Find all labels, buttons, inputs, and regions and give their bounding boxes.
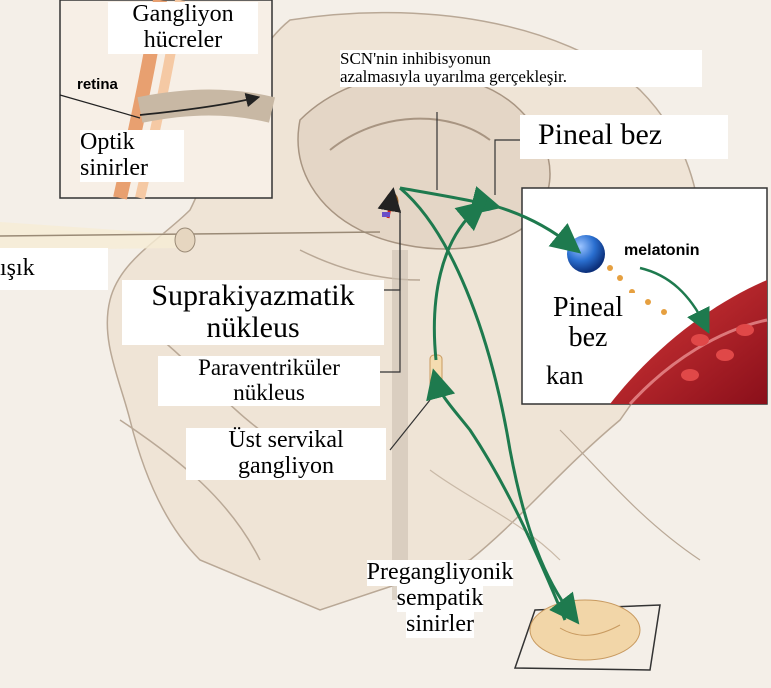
pvn-label: Paraventriküler nükleus [158,356,380,406]
preganglionic-line-2: sempatik [397,586,484,612]
inset-pineal-line-2: bez [536,323,640,353]
inset-pineal-line-1: Pineal [536,293,640,323]
scn-note-line-1: SCN'nin inhibisyonun [340,50,702,68]
scn-label: Suprakiyazmatik nükleus [122,280,384,345]
ganglion-cells-label: Gangliyon hücreler [108,2,258,54]
optic-nerves-line-1: Optik [80,130,184,156]
superior-cervical-line-1: Üst servikal [186,428,386,454]
superior-cervical-line-2: gangliyon [186,454,386,480]
melatonin-label: melatonin [624,242,700,259]
pvn-line-1: Paraventriküler [158,356,380,381]
retina-label: retina [74,77,121,93]
blood-label: kan [540,362,590,390]
preganglionic-label: Pregangliyonik sempatik sinirler [320,560,560,638]
scn-note-label: SCN'nin inhibisyonun azalmasıyla uyarılm… [340,50,702,87]
scn-note-line-2: azalmasıyla uyarılma gerçekleşir. [340,68,702,86]
preganglionic-line-3: sinirler [406,612,474,638]
pvn-line-2: nükleus [158,381,380,406]
inset-pineal-label: Pineal bez [536,293,640,353]
scn-line-1: Suprakiyazmatik [122,280,384,312]
preganglionic-line-1: Pregangliyonik [367,560,514,586]
ganglion-cells-line-2: hücreler [108,28,258,54]
optic-nerves-line-2: sinirler [80,156,184,182]
pineal-gland-sphere [567,235,605,273]
scn-line-2: nükleus [122,312,384,344]
light-label: ışık [0,248,108,290]
superior-cervical-label: Üst servikal gangliyon [186,428,386,480]
pineal-gland-label: Pineal bez [520,115,728,159]
optic-nerves-label: Optik sinirler [80,130,184,182]
ganglion-cells-line-1: Gangliyon [108,2,258,28]
